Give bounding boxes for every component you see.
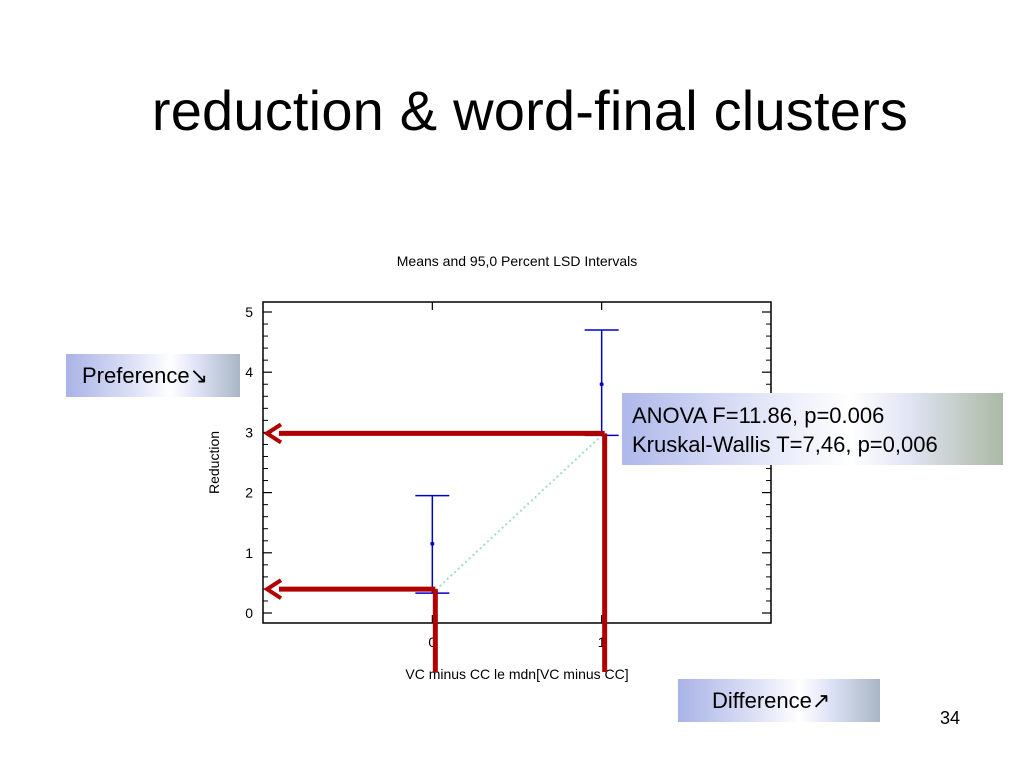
page-number: 34 — [940, 708, 961, 728]
x-tick-label: 1 — [598, 634, 606, 650]
slide-title: reduction & word-final clusters — [151, 79, 909, 142]
arrow-group-1-head — [263, 422, 283, 445]
kruskal-wallis-result: Kruskal-Wallis T=7,46, p=0,006 — [632, 432, 938, 457]
y-tick-label: 0 — [245, 605, 253, 621]
y-tick-label: 3 — [245, 424, 253, 440]
arrow-group-0-head — [263, 578, 283, 600]
trend-line — [431, 434, 603, 594]
mean-point — [430, 541, 435, 546]
difference-label: Difference↗ — [678, 679, 880, 722]
anova-result: ANOVA F=11.86, p=0.006 — [632, 403, 885, 428]
x-tick-label: 0 — [428, 634, 436, 650]
y-tick-label: 2 — [245, 485, 253, 501]
mean-point — [599, 382, 604, 387]
chart-title: Means and 95,0 Percent LSD Intervals — [397, 253, 637, 269]
y-tick-label: 1 — [245, 545, 253, 561]
interval-marks — [415, 329, 619, 594]
preference-label: Preference↘ — [66, 354, 240, 397]
y-tick-label: 5 — [245, 304, 253, 320]
y-axis-label: Reduction — [206, 431, 222, 494]
y-tick-label: 4 — [245, 364, 253, 380]
x-axis-label: VC minus CC le mdn[VC minus CC] — [405, 666, 628, 682]
highlight-arrows — [263, 422, 608, 672]
trend-line-group — [431, 434, 603, 594]
stats-box: ANOVA F=11.86, p=0.006 Kruskal-Wallis T=… — [622, 393, 1003, 465]
